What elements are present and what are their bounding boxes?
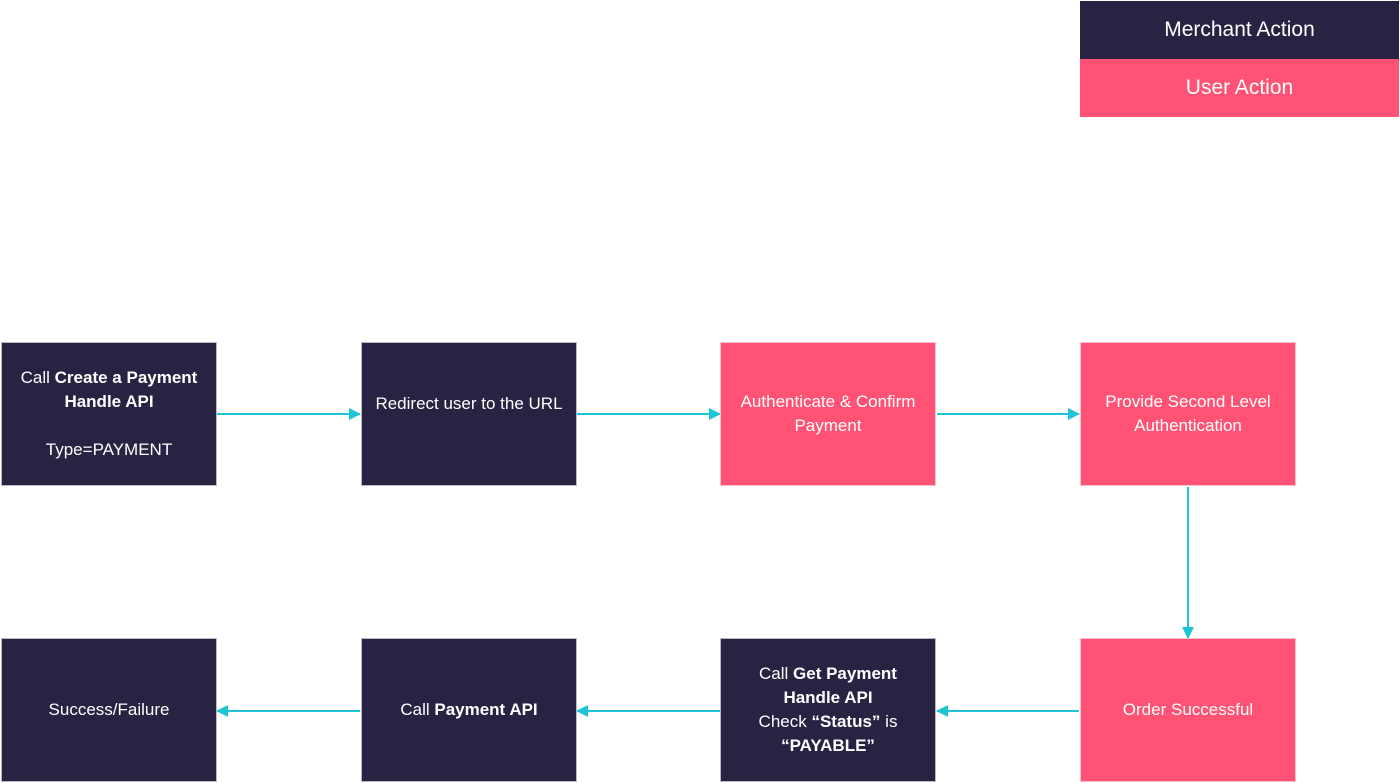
- node-second-level-auth: Provide Second Level Authentication: [1080, 342, 1296, 486]
- payment-api-line: Call Payment API: [400, 698, 537, 722]
- second-level-line1: Provide Second Level: [1105, 392, 1271, 411]
- node-get-payment-handle: Call Get Payment Handle API Check “Statu…: [720, 638, 936, 782]
- authenticate-line2: Payment: [794, 416, 862, 435]
- create-handle-line1: Call Create a Payment: [21, 366, 198, 390]
- create-handle-bold1: Create a Payment: [54, 368, 198, 387]
- node-redirect-user: Redirect user to the URL: [361, 342, 577, 486]
- second-level-line2: Authentication: [1134, 416, 1242, 435]
- node-authenticate-confirm: Authenticate & Confirm Payment: [720, 342, 936, 486]
- node-success-failure: Success/Failure: [1, 638, 217, 782]
- legend-user-action: User Action: [1080, 59, 1399, 117]
- get-handle-status: “Status”: [811, 712, 881, 731]
- get-handle-check-line: Check “Status” is: [759, 710, 898, 734]
- payment-api-bold: Payment API: [434, 700, 538, 719]
- get-handle-bold2: Handle API: [783, 688, 873, 707]
- node-order-successful: Order Successful: [1080, 638, 1296, 782]
- redirect-text: Redirect user to the URL: [375, 394, 563, 413]
- create-handle-prefix: Call: [20, 368, 55, 387]
- authenticate-line1: Authenticate & Confirm: [740, 392, 916, 411]
- legend-user-label: User Action: [1185, 76, 1294, 99]
- get-handle-check-suffix: is: [880, 712, 898, 731]
- node-call-payment-api: Call Payment API: [361, 638, 577, 782]
- get-handle-payable: “PAYABLE”: [781, 736, 875, 755]
- get-handle-line1: Call Get Payment: [759, 662, 897, 686]
- create-handle-bold2: Handle API: [64, 392, 154, 411]
- legend-merchant-action: Merchant Action: [1080, 1, 1399, 59]
- node-create-payment-handle: Call Create a Payment Handle API Type=PA…: [1, 342, 217, 486]
- payment-api-prefix: Call: [400, 700, 435, 719]
- get-handle-check-prefix: Check: [758, 712, 812, 731]
- get-handle-bold1: Get Payment: [793, 664, 897, 683]
- result-text: Success/Failure: [48, 700, 170, 719]
- create-handle-type: Type=PAYMENT: [45, 440, 173, 459]
- get-handle-prefix: Call: [759, 664, 794, 683]
- legend-merchant-label: Merchant Action: [1164, 18, 1315, 41]
- order-successful-text: Order Successful: [1122, 700, 1254, 719]
